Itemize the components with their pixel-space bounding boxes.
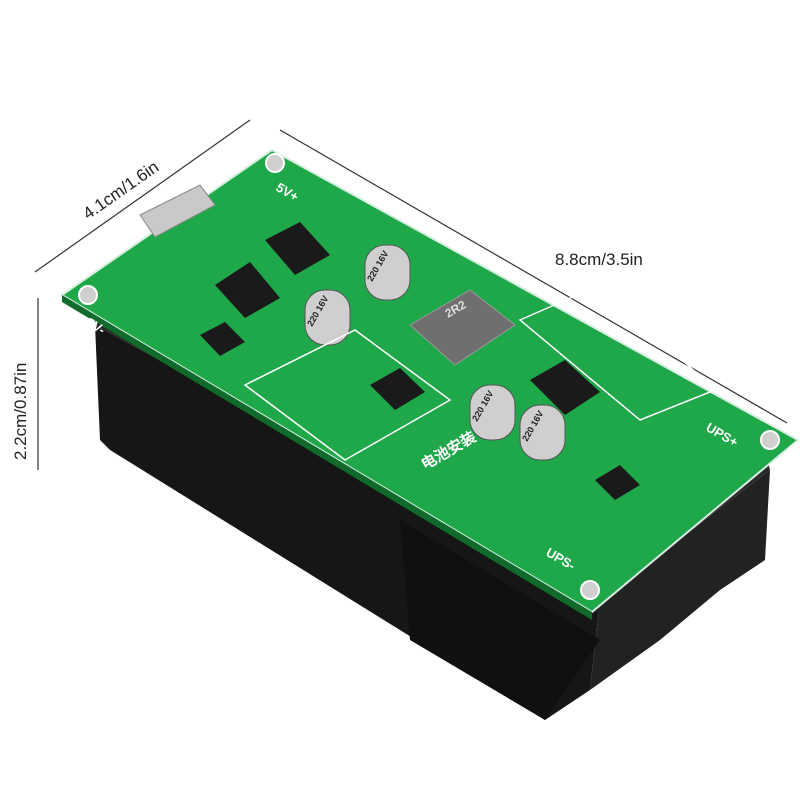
pcb-board: 220 16V 220 16V 220 16V 220 16V 5V+ 5V- …: [60, 148, 800, 620]
length-dimension-label: 8.8cm/3.5in: [555, 250, 643, 269]
height-dimension-label: 2.2cm/0.87in: [11, 363, 30, 460]
usb-c-port: [139, 184, 216, 238]
dimension-lines: [34, 119, 788, 470]
battery-holder: [95, 300, 770, 720]
